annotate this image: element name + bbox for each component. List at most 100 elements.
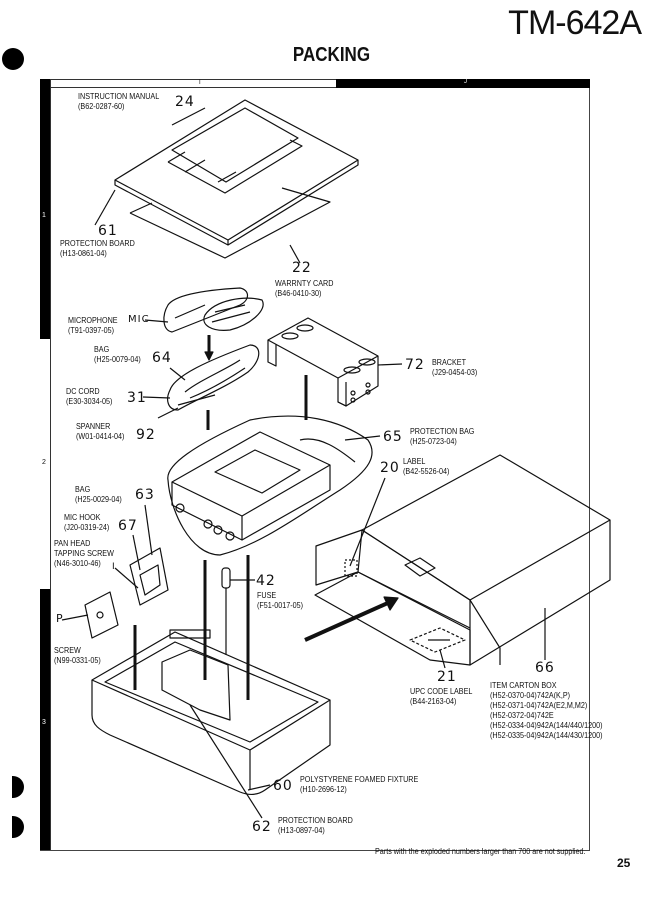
part-name: UPC CODE LABEL (410, 687, 473, 696)
part-label-upc-code-label: UPC CODE LABEL(B44-2163-04) (410, 687, 472, 707)
binder-hole (12, 776, 24, 798)
part-label-bag-64: BAG(H25-0079-04) (94, 345, 141, 365)
part-name: SPANNER (76, 422, 111, 431)
row-label-3: 3 (42, 719, 46, 726)
leader-72 (377, 363, 403, 366)
section-title: PACKING (292, 44, 371, 66)
ref-number: 20 (380, 460, 400, 476)
part-label-instruction-manual: INSTRUCTION MANUAL(B62-0287-60) (78, 92, 159, 112)
part-label-protection-board-61: PROTECTION BOARD(H13-0861-04) (60, 239, 135, 259)
part-label-polystyrene-foamed-fixture: POLYSTYRENE FOAMED FIXTURE(H10-2696-12) (300, 775, 418, 795)
binder-hole (12, 816, 24, 838)
part-number: (H52-0371-04)742A(E2,M,M2) (490, 701, 588, 710)
part-name: INSTRUCTION MANUAL (78, 92, 160, 101)
part-number: (H13-0897-04) (278, 826, 325, 835)
part-label-label-20: LABEL(B42-5526-04) (403, 457, 449, 477)
part-number: (E30-3034-05) (66, 397, 113, 406)
leader-67 (132, 534, 141, 571)
part-number: (H25-0029-04) (75, 495, 122, 504)
row-label-1: 1 (42, 212, 46, 219)
part-name: POLYSTYRENE FOAMED FIXTURE (300, 775, 419, 784)
part-number: (B42-5526-04) (403, 467, 450, 476)
ref-number: 72 (405, 357, 425, 373)
part-name: MIC HOOK (64, 513, 101, 522)
part-number: (H52-0372-04)742E (490, 711, 554, 720)
part-name: PROTECTION BOARD (60, 239, 135, 248)
column-label-i: I (199, 80, 201, 86)
part-number: (H10-2696-12) (300, 785, 347, 794)
frame-border-bottom (40, 850, 590, 851)
part-number: (H25-0723-04) (410, 437, 457, 446)
ref-number: 67 (118, 518, 138, 534)
part-number: (J29-0454-03) (432, 368, 478, 377)
leader-61 (94, 189, 116, 226)
leader-24 (171, 107, 206, 126)
part-label-protection-board-62: PROTECTION BOARD(H13-0897-04) (278, 816, 353, 836)
ref-number: I (112, 562, 116, 572)
part-label-microphone: MICROPHONE(T91-0397-05) (68, 316, 118, 336)
ref-number: 92 (136, 427, 156, 443)
part-number: (H13-0861-04) (60, 249, 107, 258)
part-name: SCREW (54, 646, 81, 655)
row-ruler: 1 2 3 (40, 79, 51, 851)
ref-number: 31 (127, 390, 147, 406)
leader-31 (142, 396, 171, 399)
part-name: FUSE (257, 591, 277, 600)
part-number: (N99-0331-05) (54, 656, 101, 665)
part-number: (H52-0335-04)942A(144/430/1200) (490, 731, 603, 740)
part-name: LABEL (403, 457, 426, 466)
part-name: PAN HEAD (54, 539, 91, 548)
ref-number: 60 (273, 778, 293, 794)
leader-p (61, 614, 89, 621)
leader-64 (169, 367, 186, 381)
row-label-2: 2 (42, 459, 46, 466)
part-name: ITEM CARTON BOX (490, 681, 557, 690)
part-label-warranty-card: WARRNTY CARD(B46-0410-30) (275, 279, 333, 299)
part-number: (B44-2163-04) (410, 697, 457, 706)
instruction-manual-drawing (114, 99, 359, 246)
ref-number: 63 (135, 487, 155, 503)
part-label-bracket: BRACKET(J29-0454-03) (432, 358, 477, 378)
ref-number: 64 (152, 350, 172, 366)
part-number: (B46-0410-30) (275, 289, 322, 298)
page-number: 25 (617, 856, 631, 870)
part-number: (H25-0079-04) (94, 355, 141, 364)
foam-fixture-drawing (91, 629, 331, 796)
frame-border-right (589, 88, 590, 850)
column-label-j: J (464, 79, 467, 85)
carton-box-drawing (314, 454, 611, 666)
leader-i (114, 567, 139, 589)
row-band-3: 3 (40, 589, 50, 851)
binder-hole (2, 48, 24, 70)
part-number: (H52-0334-04)942A(144/440/1200) (490, 721, 603, 730)
leader-92 (157, 407, 179, 419)
part-name: BAG (75, 485, 91, 494)
part-number: (H52-0370-04)742A(K,P) (490, 691, 571, 700)
part-label-spanner: SPANNER(W01-0414-04) (76, 422, 124, 442)
part-label-bag-63: BAG(H25-0029-04) (75, 485, 122, 505)
column-band-j: J (336, 79, 590, 88)
ref-number: 65 (383, 429, 403, 445)
part-name: DC CORD (66, 387, 100, 396)
part-name: TAPPING SCREW (54, 549, 114, 558)
leader-63 (144, 504, 153, 556)
mic-hook-bag-drawing (129, 547, 169, 606)
part-number: (W01-0414-04) (76, 432, 125, 441)
ref-number: P (56, 612, 64, 625)
bracket-drawing (267, 317, 379, 407)
fuse-drawing (221, 567, 231, 655)
row-band-1: 1 (40, 79, 50, 339)
part-number: (T91-0397-05) (68, 326, 115, 335)
part-name: PROTECTION BOARD (278, 816, 353, 825)
ref-number: 62 (252, 819, 272, 835)
radio-drawing (167, 415, 373, 556)
part-name: BRACKET (432, 358, 467, 367)
part-name: BAG (94, 345, 110, 354)
part-label-screw: SCREW(N99-0331-05) (54, 646, 101, 666)
part-number: (B62-0287-60) (78, 102, 125, 111)
leader-20 (349, 477, 386, 567)
part-name: WARRNTY CARD (275, 279, 334, 288)
part-number: (J20-0319-24) (64, 523, 110, 532)
